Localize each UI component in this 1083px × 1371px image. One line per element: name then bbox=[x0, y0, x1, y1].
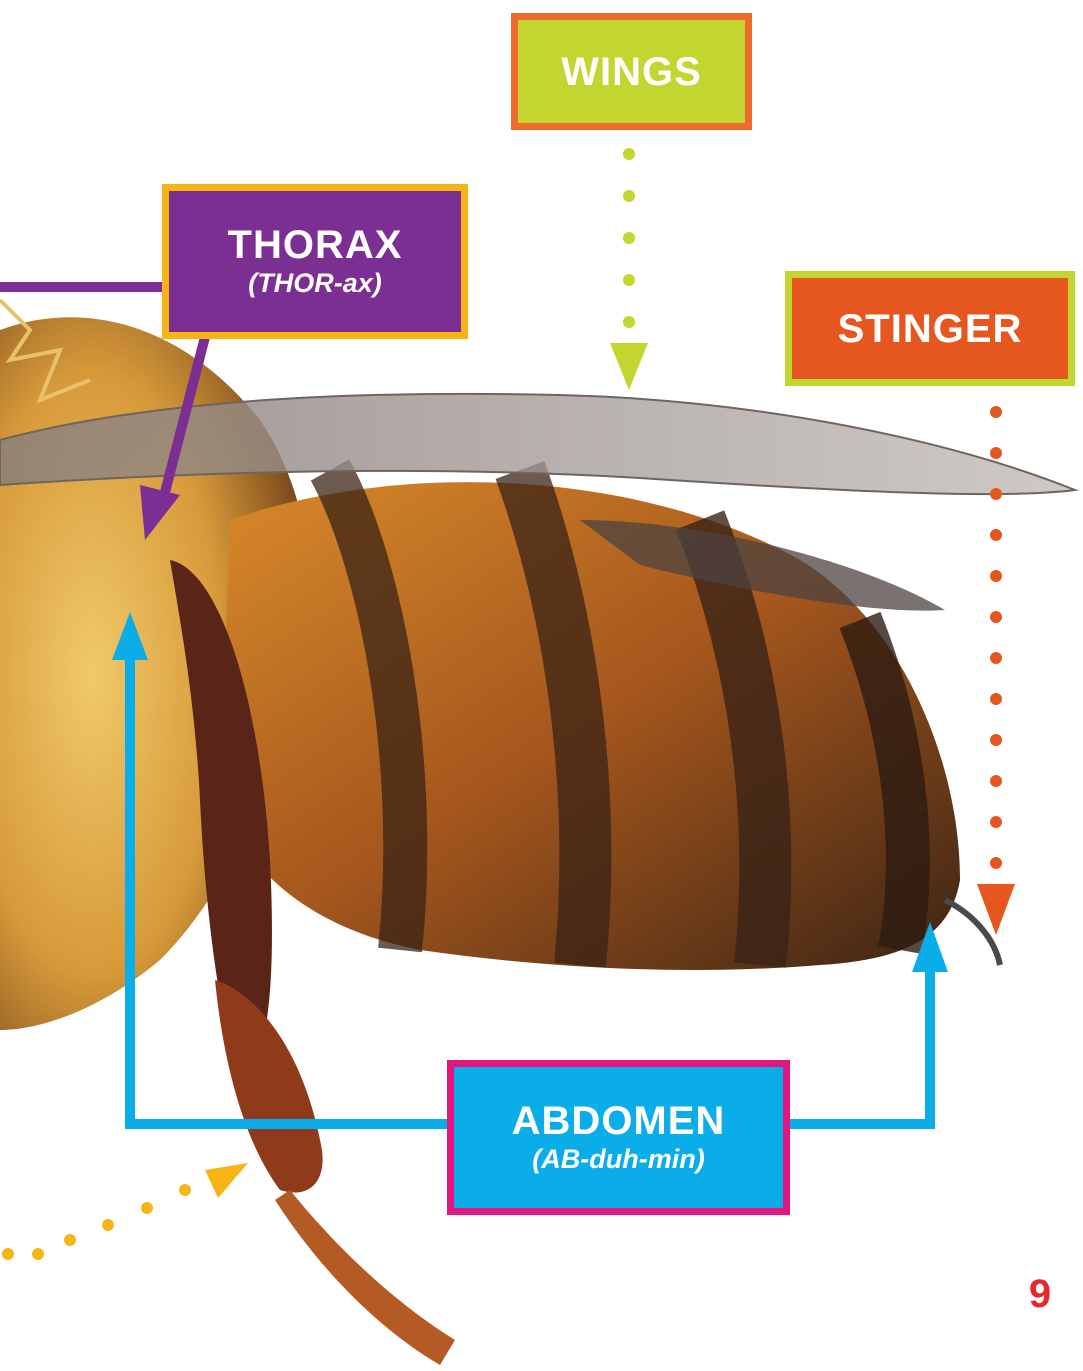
leg-pointer bbox=[2, 1163, 248, 1260]
abdomen-pronunciation: (AB-duh-min) bbox=[532, 1143, 704, 1175]
stinger-label: STINGER bbox=[838, 307, 1023, 351]
thorax-label-box: THORAX (THOR-ax) bbox=[162, 184, 468, 339]
thorax-label: THORAX bbox=[228, 223, 403, 267]
abdomen-label: ABDOMEN bbox=[512, 1099, 726, 1143]
wings-pointer bbox=[610, 148, 648, 390]
wings-label-box: WINGS bbox=[511, 13, 752, 130]
abdomen-label-box: ABDOMEN (AB-duh-min) bbox=[447, 1060, 790, 1215]
page-number: 9 bbox=[1010, 1272, 1070, 1317]
thorax-pronunciation: (THOR-ax) bbox=[248, 267, 382, 299]
stinger-label-box: STINGER bbox=[785, 271, 1075, 386]
wings-label: WINGS bbox=[561, 50, 702, 94]
bee-abdomen-shape bbox=[220, 470, 960, 970]
